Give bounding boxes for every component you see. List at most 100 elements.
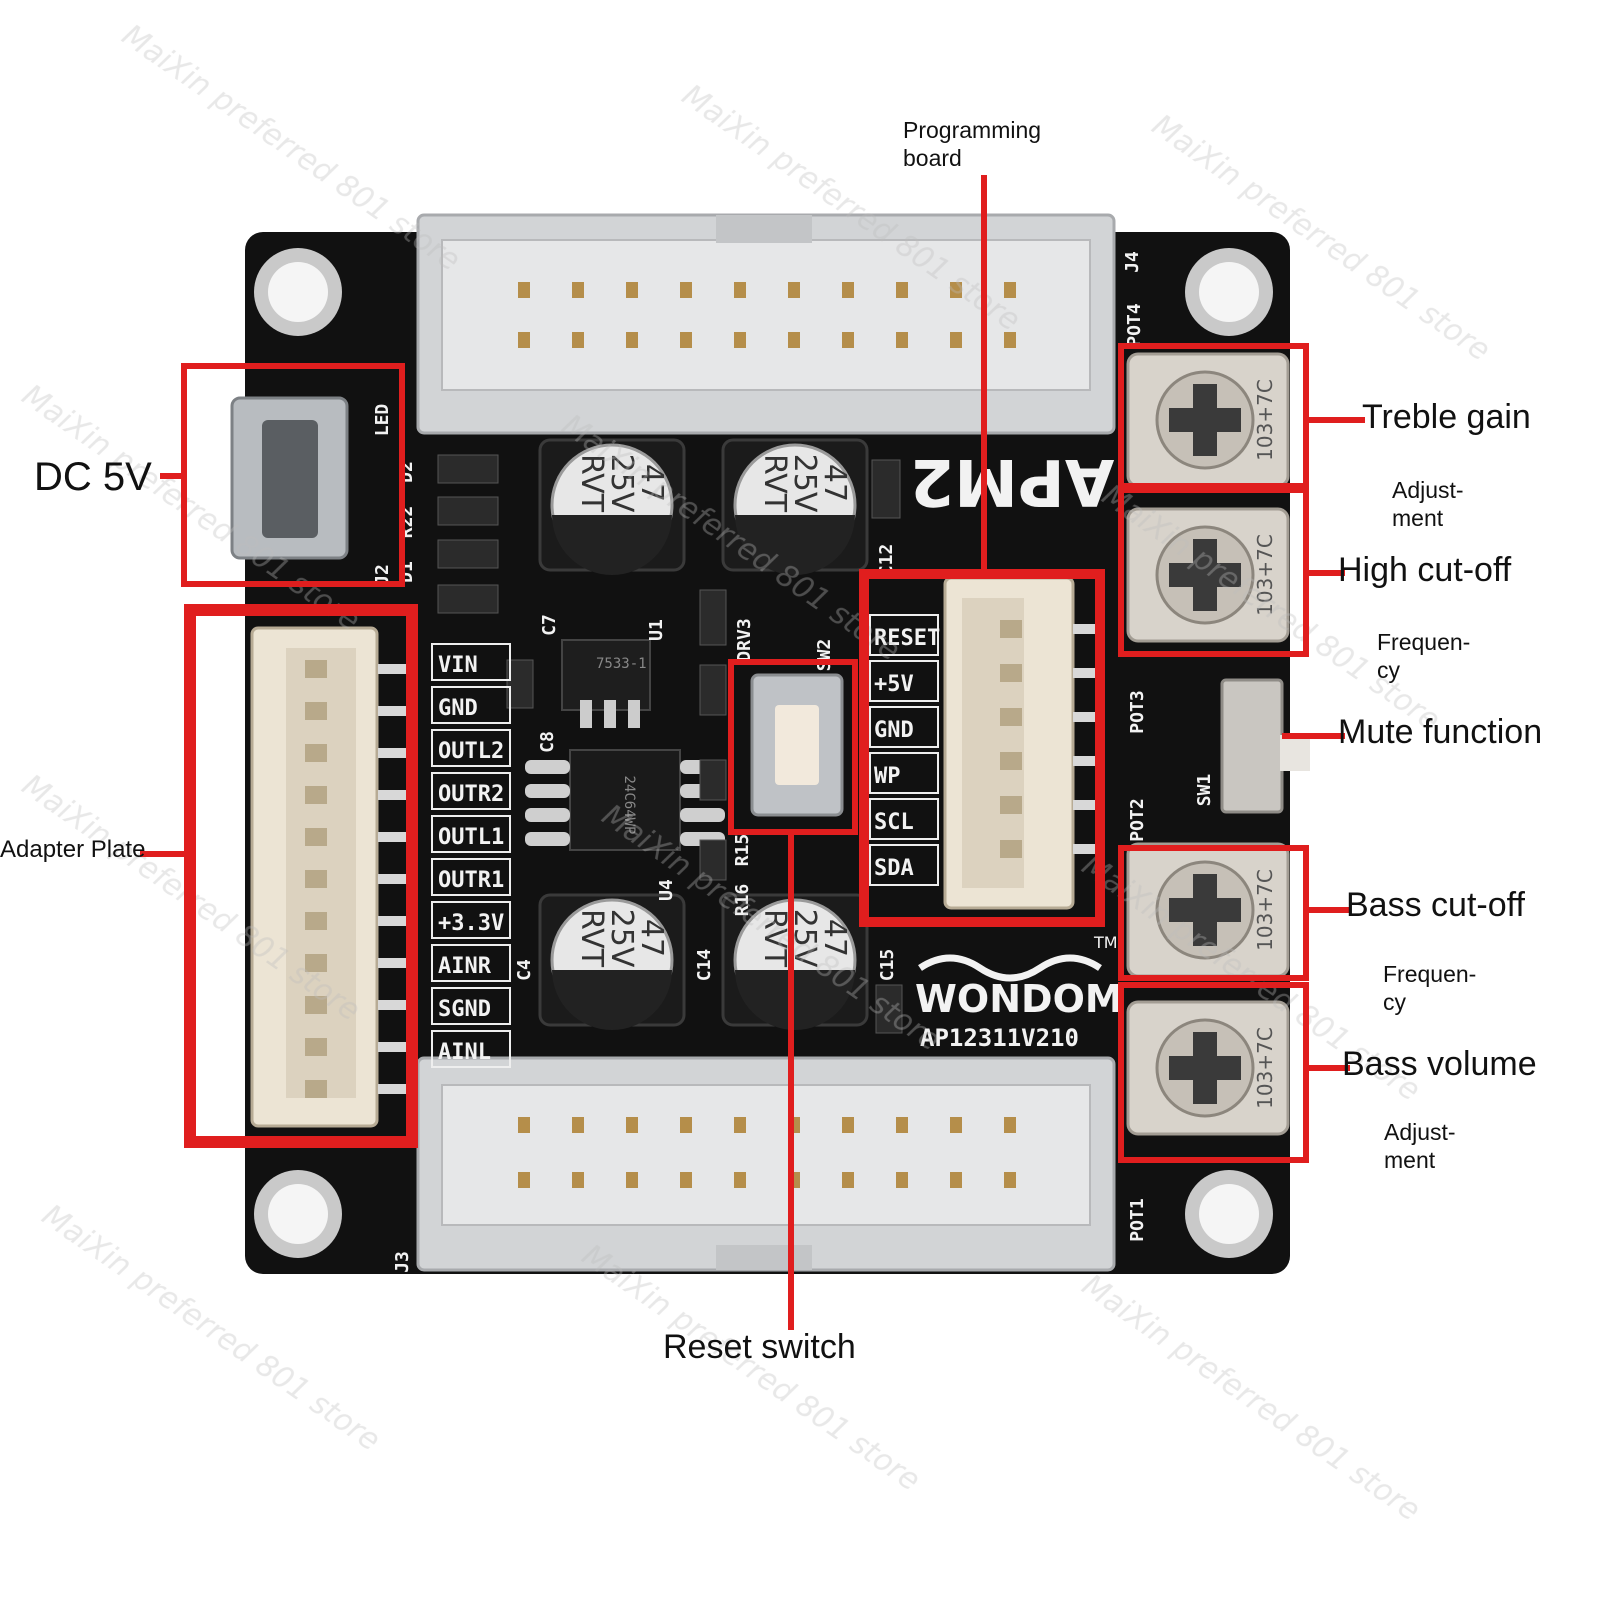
reference-designator: SW1 [1194, 774, 1215, 807]
bass-cutoff-callout: Bass cut-off [1346, 886, 1525, 924]
pin-label-frame [869, 660, 939, 702]
header-pin [518, 332, 530, 348]
reference-designator: POT3 [1127, 690, 1148, 733]
header-pin [842, 332, 854, 348]
reference-designator: R16 [732, 884, 753, 917]
header-pin [680, 1117, 692, 1133]
pin-label: OUTL1 [438, 825, 504, 850]
reference-designator: C14 [694, 949, 715, 982]
header-pin [572, 1172, 584, 1188]
prog-pin-label: +5V [874, 672, 914, 697]
reference-designator: C4 [514, 959, 535, 981]
pin-label-frame [431, 686, 511, 724]
reference-designator: C12 [876, 544, 897, 577]
header-pin [518, 1172, 530, 1188]
programming-board-line1: Programming [903, 117, 1042, 143]
header-pin [572, 282, 584, 298]
jst-lead [378, 664, 408, 674]
dc-5v-callout: DC 5V [34, 455, 152, 499]
jst-pin [305, 954, 327, 972]
pin-label: +3.3V [438, 911, 504, 936]
pin-label-frame [869, 844, 939, 886]
header-pin [788, 332, 800, 348]
adapter-plate-callout: Adapter Plate [0, 836, 146, 863]
header-pin [950, 1117, 962, 1133]
capacitor-stripe [735, 515, 855, 575]
bass-volume-sub-line1: Adjust- [1384, 1119, 1456, 1145]
jst-lead [1073, 624, 1095, 634]
bass-cutoff-sub: Frequen- cy [1383, 960, 1503, 1016]
bass-cutoff-sub-line2: cy [1383, 989, 1406, 1015]
jst-lead [378, 832, 408, 842]
jst-pin [305, 744, 327, 762]
treble-sub-line2: ment [1392, 505, 1444, 531]
pin-label-frame [431, 987, 511, 1025]
header-pin [518, 1117, 530, 1133]
treble-gain-box [1118, 343, 1309, 489]
model-number: AP12311V210 [920, 1024, 1079, 1052]
eeprom-label: 24C64WP [621, 775, 637, 834]
reference-designator: DRV3 [734, 618, 755, 661]
jst-pin [305, 996, 327, 1014]
left-jst-connector [250, 626, 408, 1128]
header-pin [1004, 1117, 1016, 1133]
prog-pin-label: SDA [874, 856, 914, 881]
header-pin [896, 332, 908, 348]
header-pin [788, 282, 800, 298]
pin-label-frame [869, 798, 939, 840]
jst-lead [1073, 712, 1095, 722]
reference-designator: SW2 [814, 639, 835, 672]
jst-pin [1000, 796, 1022, 814]
jst-pin [1000, 840, 1022, 858]
pin-label-frame [431, 643, 511, 681]
header-pin [680, 1172, 692, 1188]
jst-lead [378, 706, 408, 716]
programming-board-line2: board [903, 145, 962, 171]
jst-pin [305, 1038, 327, 1056]
header-pin [626, 1172, 638, 1188]
jst-pin [305, 870, 327, 888]
capacitor-text: 47 [634, 464, 669, 502]
bass-volume-box [1118, 982, 1309, 1163]
pin-label-frame [431, 901, 511, 939]
header-pin [896, 1117, 908, 1133]
pin-label: AINL [438, 1040, 491, 1065]
reference-designator: J3 [392, 1251, 413, 1273]
programming-connector [943, 576, 1095, 910]
prog-pin-label: SCL [874, 810, 914, 835]
header-pin [626, 282, 638, 298]
pin-label-frame [431, 858, 511, 896]
capacitor-text: 47 [817, 919, 852, 957]
jst-pin [305, 660, 327, 678]
reference-designator: R15 [732, 834, 753, 867]
reference-designator: C15 [877, 949, 898, 982]
pin-label: SGND [438, 997, 491, 1022]
wondom-wave [918, 954, 1102, 982]
pin-label-frame [869, 706, 939, 748]
header-pin [1004, 1172, 1016, 1188]
regulator-label: 7533-1 [596, 656, 647, 672]
bass-volume-sub: Adjust- ment [1384, 1118, 1504, 1174]
capacitor-text: RVT [757, 909, 792, 968]
jst-lead [1073, 668, 1095, 678]
pin-label: OUTL2 [438, 739, 504, 764]
capacitor-text: RVT [574, 454, 609, 513]
pin-label-frame [869, 752, 939, 794]
header-pin [1004, 282, 1016, 298]
wondom-brand: WONDOM [915, 977, 1123, 1021]
jst-lead [1073, 844, 1095, 854]
capacitor-text: RVT [574, 909, 609, 968]
mute-function-callout: Mute function [1338, 713, 1543, 751]
pin-label: GND [438, 696, 478, 721]
eeprom-chip: 24C64WP [525, 749, 725, 851]
capacitor-text: 47 [634, 919, 669, 957]
treble-sub-line1: Adjust- [1392, 477, 1464, 503]
capacitor-text: 47 [817, 464, 852, 502]
bass-volume-callout: Bass volume [1342, 1045, 1537, 1083]
header-pin [572, 332, 584, 348]
header-pin [950, 282, 962, 298]
jst-pin [1000, 620, 1022, 638]
header-pin [950, 1172, 962, 1188]
